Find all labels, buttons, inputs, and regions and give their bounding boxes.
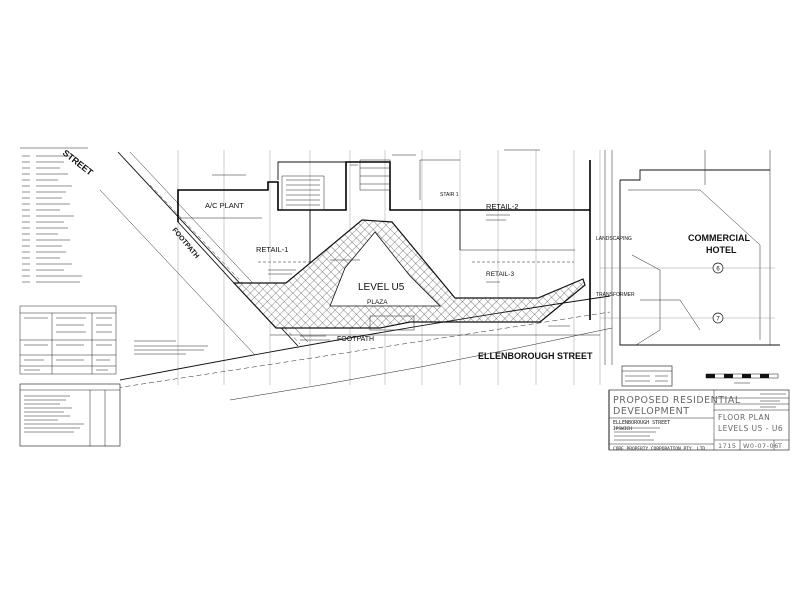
footpath-label-bottom: FOOTPATH — [337, 336, 374, 343]
ac-plant-label: A/C PLANT — [205, 201, 244, 210]
footpath-label-left: FOOTPATH — [170, 227, 199, 260]
drawing-title-line2: LEVELS U5 - U6 — [718, 424, 783, 433]
commercial-hotel-building: 6 7 — [600, 150, 780, 365]
transformer-label: TRANSFORMER — [596, 292, 635, 298]
title-block — [608, 389, 790, 451]
landscaping-label: LANDSCAPING — [596, 236, 632, 242]
commercial-hotel-label-2: HOTEL — [706, 245, 737, 255]
project-address-line2: IPSWICH — [613, 426, 632, 432]
grid-marker-7: 7 — [716, 317, 720, 323]
retail-2-label: RETAIL-2 — [486, 202, 518, 211]
client-name: CORE PROPERTY CORPORATION PTY. LTD. — [613, 446, 708, 452]
project-title-line1: PROPOSED RESIDENTIAL — [613, 395, 741, 406]
ellenborough-street-label: ELLENBOROUGH STREET — [478, 351, 593, 361]
retail-3-label: RETAIL-3 — [486, 271, 514, 278]
amendments-table — [19, 383, 121, 447]
revision-letter: T — [777, 442, 782, 450]
job-number: 1715 — [718, 442, 737, 450]
legend-notes — [19, 147, 208, 375]
project-address-line1: ELLENBOROUGH STREET — [613, 420, 670, 426]
ellenborough-street-edges — [69, 295, 613, 401]
scale-bar — [705, 373, 779, 384]
commercial-hotel-label-1: COMMERCIAL — [688, 233, 750, 243]
grid-marker-6: 6 — [716, 267, 720, 273]
plaza-label: PLAZA — [367, 299, 388, 306]
drawing-number: W0-07-06 — [743, 442, 779, 450]
area-schedule — [621, 365, 673, 387]
stair-label: STAIR 1 — [440, 192, 459, 198]
level-u5-terrace — [232, 219, 586, 329]
level-label: LEVEL U5 — [358, 282, 405, 293]
drawing-title-line1: FLOOR PLAN — [718, 413, 770, 422]
plaza-area — [329, 231, 441, 307]
minor-annotations — [212, 149, 570, 341]
retail-1-label: RETAIL-1 — [256, 245, 288, 254]
street-label-left: STREET — [61, 148, 96, 178]
project-title-line2: DEVELOPMENT — [613, 406, 690, 417]
